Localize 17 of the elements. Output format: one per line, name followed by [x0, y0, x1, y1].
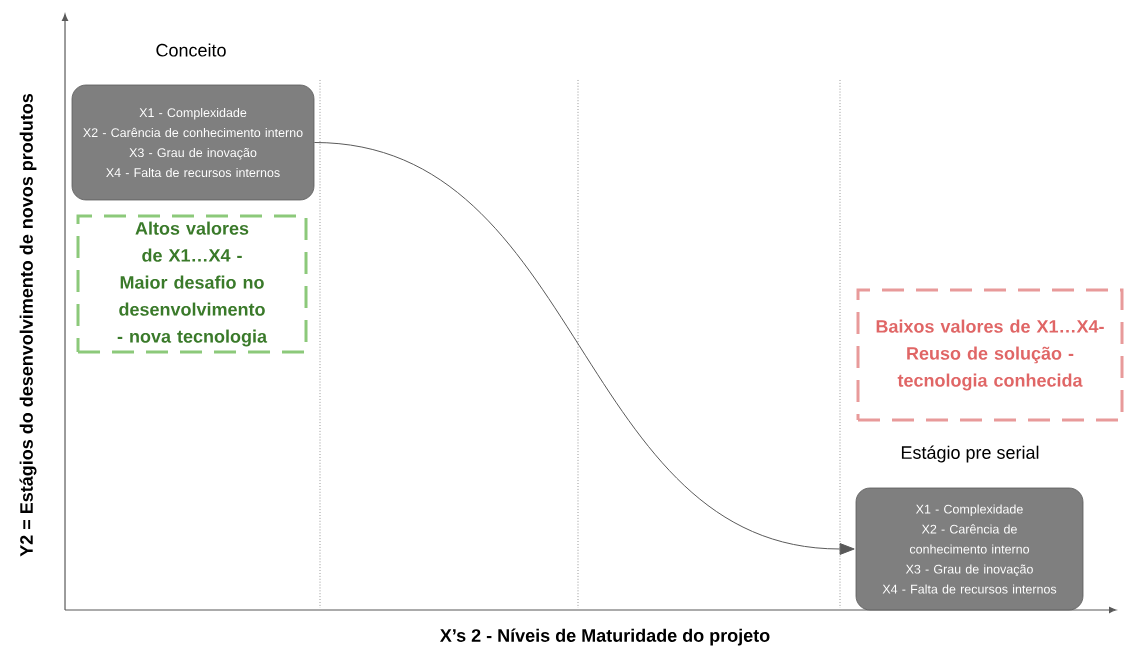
node-label: X3 - Grau de inovação	[905, 564, 1033, 577]
axis-title: Y2 = Estágios do desenvolvimento de novos produtos	[19, 93, 37, 557]
process-box: X1 - Complexidade X2 - Carência de conhecimento interno X3 - Grau de inovação X4 - Falta de recursos internos	[71, 84, 315, 201]
curved-arrow	[313, 142, 855, 555]
node-label: X3 - Grau de inovação	[129, 147, 257, 160]
process-box: X1 - Complexidade X2 - Carência de conhecimento interno X3 - Grau de inovação X4 - Falta de recursos internos	[855, 487, 1084, 611]
annotation-box: Baixos valores de X1…X4- Reuso de solução - tecnologia conhecida	[856, 288, 1124, 422]
node-label: X2 - Carência de conhecimento interno	[909, 524, 1030, 554]
node-label: X4 - Falta de recursos internos	[106, 167, 280, 178]
node-label: X2 - Carência de conhecimento interno	[83, 127, 303, 138]
node-label: X4 - Falta de recursos internos	[882, 584, 1057, 594]
annotation-box: Altos valores de X1…X4 - Maior desafio no desenvolvimento - nova tecnologia	[76, 214, 308, 354]
axis-title: X’s 2 - Níveis de Maturidade do projeto	[439, 628, 770, 646]
node-label: X1 - Complexidade	[915, 504, 1023, 517]
stage-heading: Conceito	[156, 43, 226, 57]
node-label: X1 - Complexidade	[139, 107, 247, 120]
stage-heading: Estágio pre serial	[901, 445, 1039, 463]
